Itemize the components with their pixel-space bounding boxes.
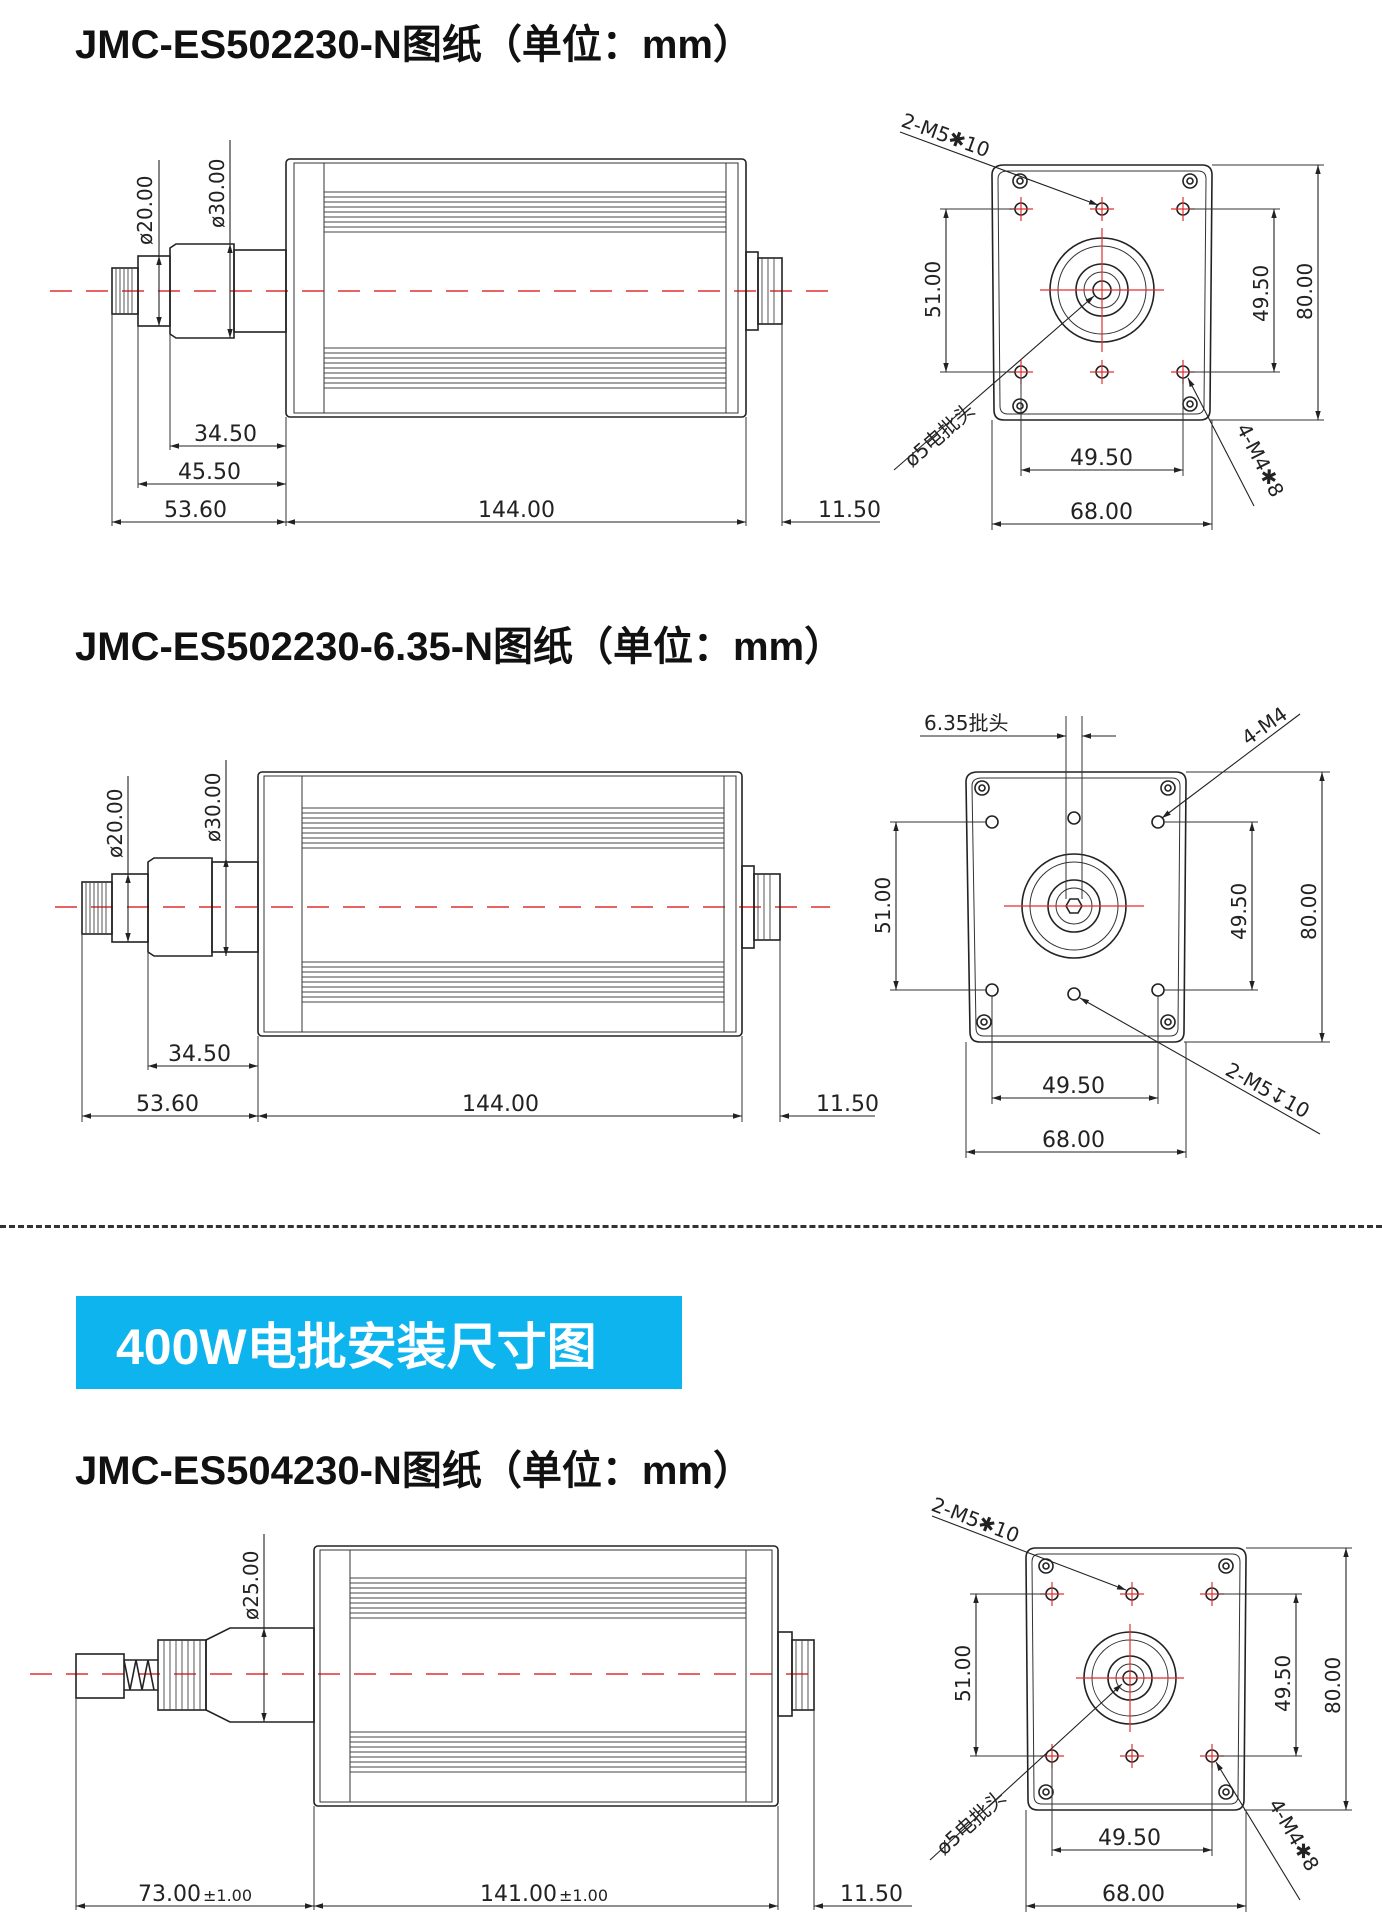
shaft-small: [111, 873, 149, 943]
dim-53-60: 53.60: [136, 1092, 199, 1117]
section-divider: [0, 1225, 1382, 1228]
body-ribs-bottom: [302, 961, 724, 1003]
dim-dia-25: ø25.00: [239, 1551, 263, 1621]
body-ribs-top: [324, 191, 726, 233]
dim-11-50: 11.50: [840, 1882, 903, 1907]
label-4-m4: 4-M4: [1237, 702, 1292, 750]
dim-80: 80.00: [1293, 263, 1317, 320]
dim-68: 68.00: [1102, 1882, 1165, 1907]
mount-holes: [1038, 1558, 1234, 1800]
dim-49-50-v: 49.50: [1271, 1655, 1295, 1712]
flange-plate: [991, 164, 1213, 421]
dim-68: 68.00: [1042, 1128, 1105, 1153]
dim-144: 144.00: [462, 1092, 539, 1117]
dim-34-50: 34.50: [168, 1042, 231, 1067]
dim-51: 51.00: [951, 1645, 975, 1702]
dim-49-50-v: 49.50: [1227, 883, 1251, 940]
mount-holes: [974, 780, 1176, 1030]
dim-68: 68.00: [1070, 500, 1133, 525]
dim-73: 73.00: [138, 1882, 201, 1907]
drawing-1-front-view: 2-M5✱10 ø5电批头 4-M4✱8 51.00 49.50 80.00 4…: [893, 108, 1324, 530]
body-ribs-bottom: [324, 347, 726, 389]
title-section-3: JMC-ES504230-N图纸（单位：mm）: [75, 1449, 753, 1493]
dim-34-50: 34.50: [194, 422, 257, 447]
dim-80: 80.00: [1321, 1657, 1345, 1714]
bit-holder: [75, 1653, 125, 1699]
drawing-3-front-view: 2-M5✱10 ø5电批头 4-M4✱8 51.00 49.50 80.00 4…: [928, 1492, 1352, 1912]
mount-holes: [1009, 173, 1198, 414]
label-4-m4: 4-M4✱8: [1264, 1795, 1324, 1876]
dim-144: 144.00: [478, 498, 555, 523]
flange-plate: [1025, 1547, 1247, 1811]
dim-49-50-v: 49.50: [1249, 265, 1273, 322]
dim-51: 51.00: [921, 261, 945, 318]
dim-49-50-h: 49.50: [1098, 1826, 1161, 1851]
dim-dia-20: ø20.00: [133, 176, 157, 246]
dim-49-50-h: 49.50: [1070, 446, 1133, 471]
dim-141: 141.00: [480, 1882, 557, 1907]
connector-thread: [115, 268, 133, 314]
svg-text:73.00±1.00: 73.00±1.00: [138, 1882, 252, 1907]
label-bit: ø5电批头: [900, 398, 980, 472]
dim-51: 51.00: [871, 877, 895, 934]
drawing-1-side-view: ø20.00 ø30.00 34.50 45.50 53.60 144.00 1…: [50, 140, 881, 526]
dim-dia-30: ø30.00: [205, 159, 229, 229]
motor-body: [257, 771, 743, 1037]
dim-11-50: 11.50: [816, 1092, 879, 1117]
drawing-2-front-view: 6.35批头 4-M4 2-M5↧10 51.00 49.50 80.00 49…: [871, 702, 1330, 1158]
title-section-2: JMC-ES502230-6.35-N图纸（单位：mm）: [75, 625, 845, 669]
spring: [123, 1659, 158, 1691]
dim-80: 80.00: [1297, 883, 1321, 940]
label-2-m5: 2-M5✱10: [898, 108, 993, 162]
drawing-2-side-view: ø20.00 ø30.00 34.50 53.60 144.00 11.50: [55, 760, 879, 1122]
label-2-m5: 2-M5↧10: [1222, 1057, 1314, 1123]
dim-11-50: 11.50: [818, 498, 881, 523]
label-bit: 6.35批头: [924, 711, 1009, 735]
label-4-m4: 4-M4✱8: [1232, 419, 1289, 501]
dim-141-tol: ±1.00: [559, 1886, 608, 1905]
rear-connector: [791, 1639, 815, 1711]
flange-plate: [965, 771, 1187, 1043]
body-ribs-top: [302, 807, 724, 849]
dim-49-50-h: 49.50: [1042, 1074, 1105, 1099]
connector: [81, 881, 113, 935]
body-ribs-bottom: [350, 1731, 746, 1773]
banner-label: 400W电批安装尺寸图: [116, 1318, 597, 1375]
dim-73-tol: ±1.00: [203, 1886, 252, 1905]
svg-text:141.00±1.00: 141.00±1.00: [480, 1882, 608, 1907]
dim-dia-30: ø30.00: [201, 773, 225, 843]
rear-connector: [753, 873, 781, 941]
nose-cone: [205, 1627, 315, 1723]
dim-dia-20: ø20.00: [103, 789, 127, 859]
rear-connector: [757, 257, 783, 325]
label-2-m5: 2-M5✱10: [928, 1492, 1023, 1547]
body-ribs-top: [350, 1577, 746, 1619]
dim-45-50: 45.50: [178, 460, 241, 485]
label-bit: ø5电批头: [931, 1785, 1010, 1860]
title-section-1: JMC-ES502230-N图纸（单位：mm）: [75, 23, 753, 67]
dim-53-60: 53.60: [164, 498, 227, 523]
drawing-3-side-view: ø25.00 73.00±1.00 141.00±1.00 11.50: [30, 1534, 912, 1910]
banner-400w: 400W电批安装尺寸图: [76, 1296, 682, 1389]
